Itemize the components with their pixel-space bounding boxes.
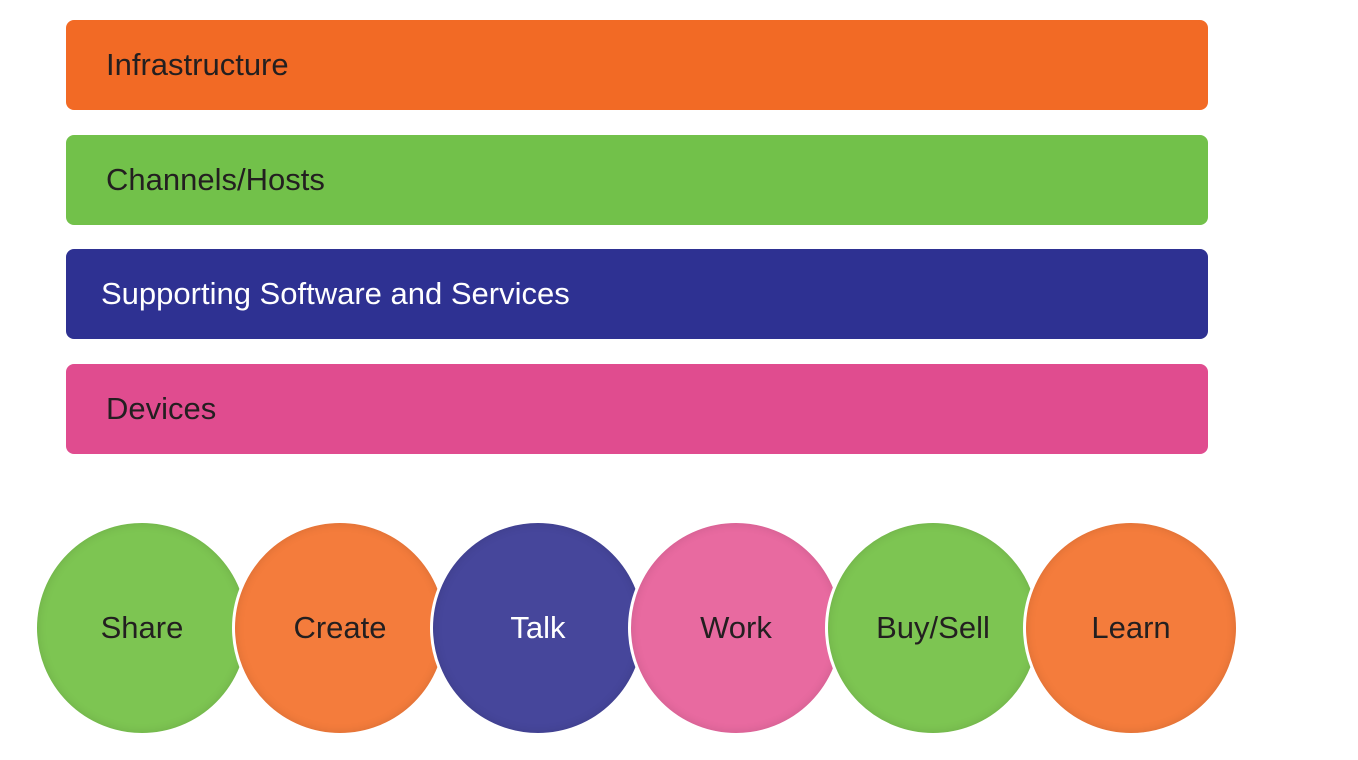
activity-label: Create (293, 610, 387, 645)
activity-label: Talk (510, 610, 566, 645)
activity-share: Share (34, 520, 250, 736)
activity-talk: Talk (430, 520, 646, 736)
activity-buy-sell: Buy/Sell (825, 520, 1041, 736)
layer-devices: Devices (66, 364, 1208, 454)
layer-supporting-software: Supporting Software and Services (66, 249, 1208, 339)
activity-create: Create (232, 520, 448, 736)
layer-label: Channels/Hosts (106, 162, 325, 197)
activity-label: Learn (1091, 610, 1171, 645)
activity-label: Share (100, 610, 184, 645)
activity-work: Work (628, 520, 844, 736)
layer-label: Infrastructure (106, 47, 289, 82)
layer-label: Supporting Software and Services (101, 276, 570, 311)
layer-channels-hosts: Channels/Hosts (66, 135, 1208, 225)
layer-infrastructure: Infrastructure (66, 20, 1208, 110)
activity-label: Work (700, 610, 772, 645)
layer-label: Devices (106, 391, 217, 426)
activity-learn: Learn (1023, 520, 1239, 736)
activity-label: Buy/Sell (876, 610, 990, 645)
